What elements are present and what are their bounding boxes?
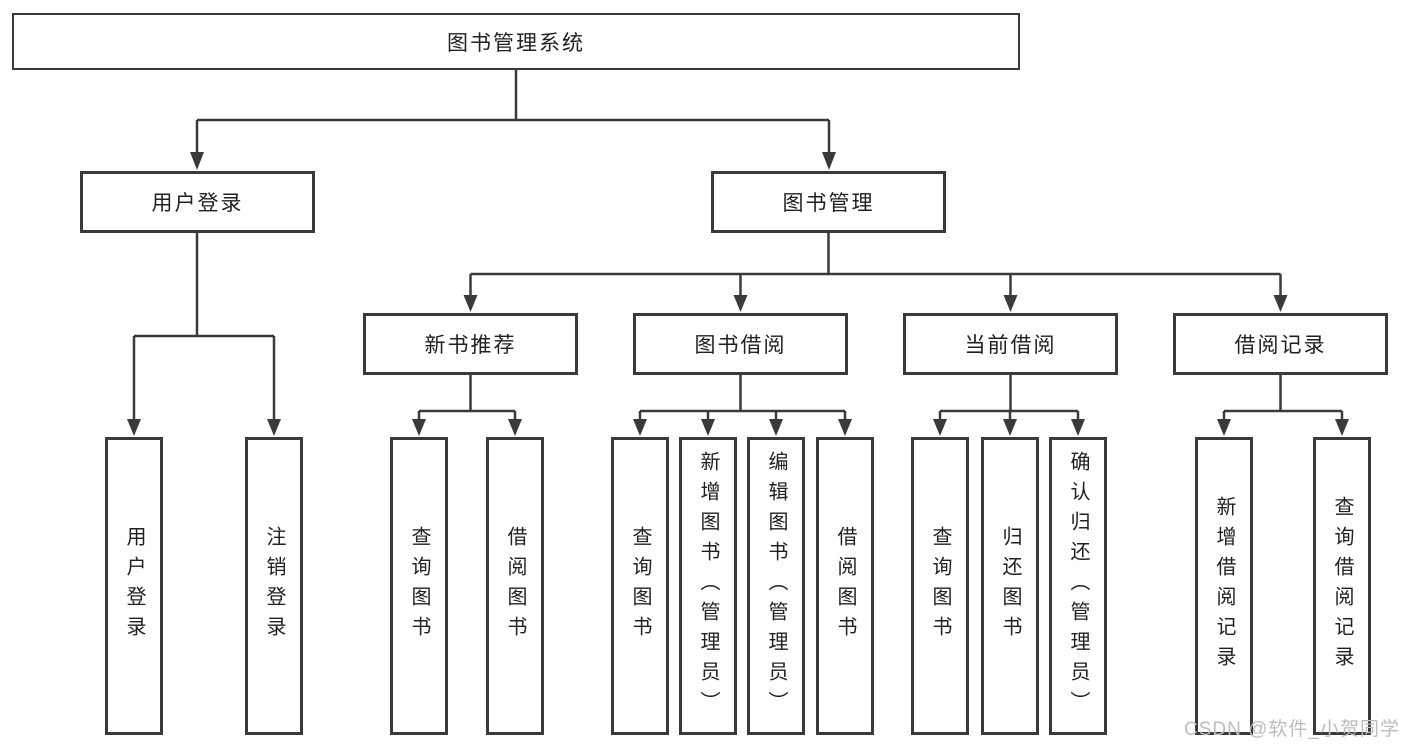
node-root-library-system: 图书管理系统 (12, 13, 1020, 70)
watermark: CSDN @软件_小贺同学 (1184, 719, 1400, 740)
leaf-query-books-current: 查询图书 (911, 437, 969, 735)
leaf-borrow-books: 借阅图书 (816, 437, 874, 735)
leaf-query-books-recommend: 查询图书 (390, 437, 448, 735)
node-book-borrowing: 图书借阅 (633, 313, 848, 375)
leaf-confirm-return-admin: 确认归还（管理员） (1049, 437, 1107, 735)
leaf-return-books: 归还图书 (981, 437, 1039, 735)
leaf-add-borrow-record: 新增借阅记录 (1195, 437, 1253, 735)
leaf-query-books-borrow: 查询图书 (611, 437, 669, 735)
leaf-logout: 注销登录 (245, 437, 303, 735)
node-user-login: 用户登录 (80, 171, 315, 233)
leaf-user-login: 用户登录 (105, 437, 163, 735)
node-current-borrowing: 当前借阅 (903, 313, 1118, 375)
leaf-edit-books-admin: 编辑图书（管理员） (747, 437, 805, 735)
leaf-query-borrow-record: 查询借阅记录 (1313, 437, 1371, 735)
node-new-book-recommend: 新书推荐 (363, 313, 578, 375)
leaf-add-books-admin: 新增图书（管理员） (679, 437, 737, 735)
node-book-management: 图书管理 (711, 171, 946, 233)
node-borrowing-records: 借阅记录 (1173, 313, 1388, 375)
leaf-borrow-books-recommend: 借阅图书 (486, 437, 544, 735)
